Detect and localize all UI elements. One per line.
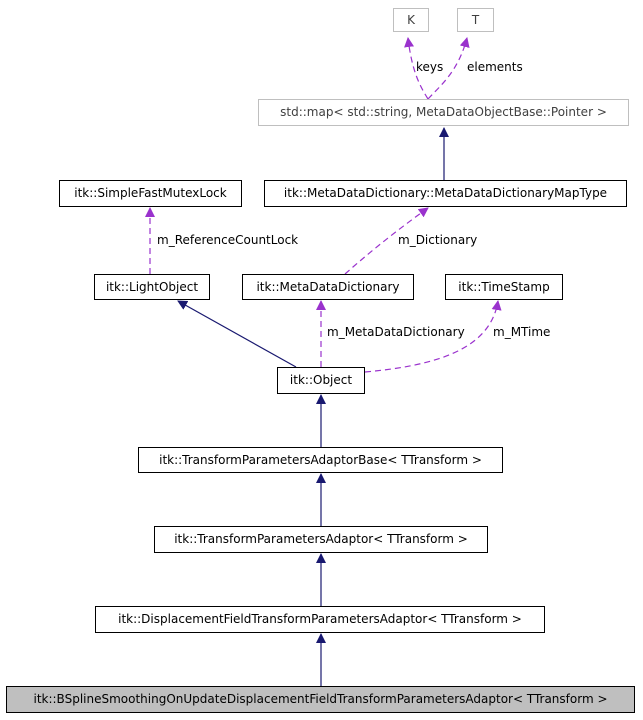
edge-label-m-mtime: m_MTime [493, 325, 551, 339]
edge-m-mtime [364, 300, 502, 373]
edge-label-m-meta-data-dictionary: m_MetaDataDictionary [327, 325, 465, 339]
node-bspline-smoothing-adaptor: itk::BSplineSmoothingOnUpdateDisplacemen… [6, 686, 635, 713]
edge-m-dictionary [344, 207, 429, 275]
node-meta-data-dictionary-map-type[interactable]: itk::MetaDataDictionary::MetaDataDiction… [264, 180, 627, 207]
edge-label-elements: elements [467, 60, 523, 74]
node-std-map[interactable]: std::map< std::string, MetaDataObjectBas… [258, 99, 629, 126]
edge-object-to-lightobject [177, 300, 297, 368]
node-meta-data-dictionary[interactable]: itk::MetaDataDictionary [242, 274, 414, 300]
node-k[interactable]: K [393, 8, 429, 32]
node-light-object[interactable]: itk::LightObject [94, 274, 210, 300]
edge-label-m-reference-count-lock: m_ReferenceCountLock [157, 233, 299, 247]
edge-label-m-dictionary: m_Dictionary [398, 233, 478, 247]
node-simple-fast-mutex-lock[interactable]: itk::SimpleFastMutexLock [59, 180, 242, 207]
node-time-stamp[interactable]: itk::TimeStamp [445, 274, 563, 300]
node-t[interactable]: T [457, 8, 494, 32]
edge-keys [404, 37, 429, 100]
node-transform-parameters-adaptor[interactable]: itk::TransformParametersAdaptor< TTransf… [154, 526, 488, 553]
node-displacement-field-transform-parameters-adaptor[interactable]: itk::DisplacementFieldTransformParameter… [95, 606, 545, 633]
edge-label-keys: keys [416, 60, 444, 74]
edge-elements [427, 37, 470, 100]
node-transform-parameters-adaptor-base[interactable]: itk::TransformParametersAdaptorBase< TTr… [138, 447, 503, 473]
node-object[interactable]: itk::Object [277, 367, 365, 394]
